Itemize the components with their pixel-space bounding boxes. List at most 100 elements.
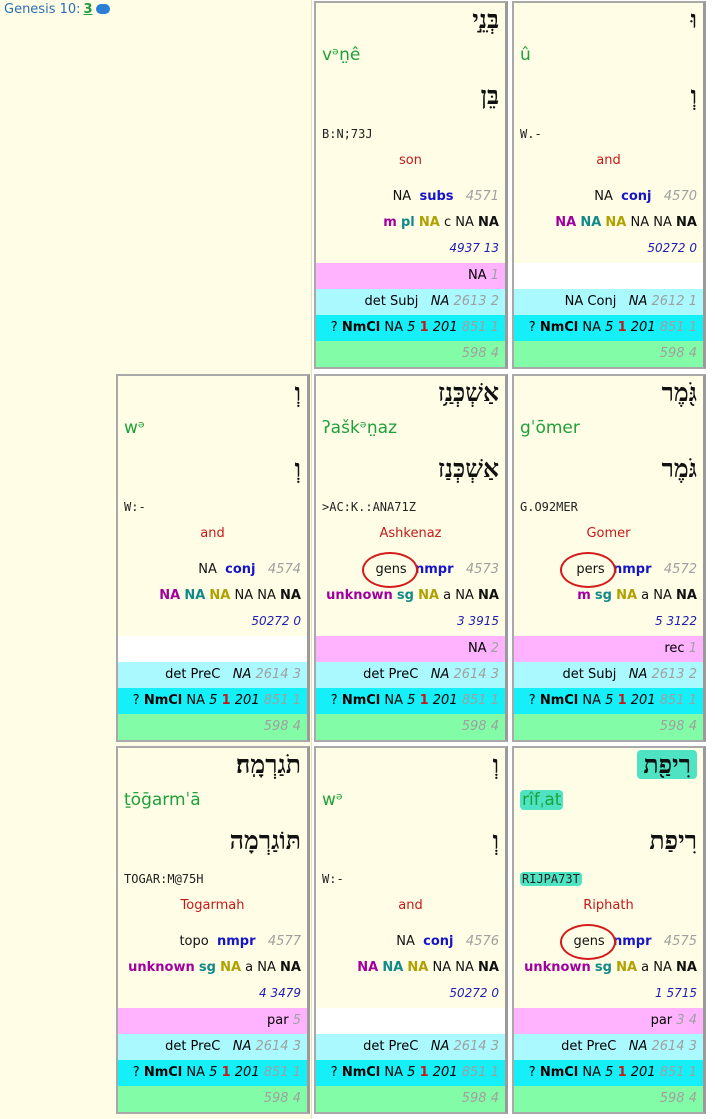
clause-na: NA — [582, 1065, 602, 1080]
clause-na: NA — [384, 320, 404, 335]
clause-type: NmCl — [539, 693, 579, 708]
sentence-band: 598 4 — [514, 1086, 703, 1112]
sentence-num: 598 — [659, 1091, 685, 1106]
phrase-n: 3 — [490, 667, 499, 682]
word-number: 4575 — [663, 934, 697, 949]
phrase-num: 2614 — [255, 667, 289, 682]
feature-e: NA — [653, 588, 672, 603]
person: NA — [209, 588, 231, 603]
morph-code: W.- — [520, 127, 703, 141]
clause-b: 1 — [419, 320, 429, 335]
clause-b: 1 — [221, 693, 231, 708]
number: NA — [382, 960, 404, 975]
clause-type: NmCl — [143, 1065, 183, 1080]
hebrew-text: תֹגַרְמָֽה׃ — [236, 750, 301, 779]
transliteration: ʔaškᵊn̤az — [322, 418, 505, 438]
clause-na: NA — [384, 693, 404, 708]
phrase-n: 3 — [292, 1039, 301, 1054]
clause-q: ? — [330, 320, 338, 335]
clause-d: 851 — [659, 693, 685, 708]
clause-d: 851 — [263, 1065, 289, 1080]
word-number: 4572 — [663, 562, 697, 577]
lexeme-hebrew: תּוֹגַרְמָה — [118, 826, 307, 860]
frequency-stats: 50272 0 — [514, 241, 703, 256]
phrase-num: 2614 — [453, 1039, 487, 1054]
clause-na: NA — [384, 1065, 404, 1080]
phrase-band: det PreC NA 2614 3 — [118, 662, 307, 688]
part-of-speech: nmpr — [414, 562, 454, 577]
lexeme-text: רִיפַת — [649, 826, 697, 855]
gloss: and — [398, 898, 423, 913]
phrase-label: det PreC — [165, 1039, 221, 1054]
sentence-num: 598 — [461, 346, 487, 361]
comment-bubble-icon[interactable] — [95, 3, 110, 14]
subtype: topo — [179, 934, 209, 949]
clause-na: NA — [186, 1065, 206, 1080]
highlight-circle — [362, 552, 418, 588]
clause-a: 5 — [605, 320, 614, 335]
state: a — [245, 960, 254, 975]
gloss: and — [200, 526, 225, 541]
clause-e: 1 — [688, 693, 697, 708]
gloss: Togarmah — [180, 898, 245, 913]
morph-code: TOGAR:M@75H — [124, 872, 307, 886]
subphrase-label: par — [267, 1013, 289, 1028]
clause-c: 201 — [432, 1065, 458, 1080]
features-line-2: m sg NA a NA NA — [514, 588, 703, 603]
stats-text: 50272 0 — [449, 986, 499, 1000]
clause-b: 1 — [617, 693, 627, 708]
phrase-n: 3 — [490, 1039, 499, 1054]
part-of-speech: subs — [419, 189, 454, 204]
morph-code: B:N;73J — [322, 127, 505, 141]
subphrase-label: rec — [664, 641, 685, 656]
verse-link[interactable]: 3 — [83, 2, 93, 17]
subphrase-label: NA — [467, 268, 487, 283]
clause-band: ? NmCl NA 5 1 201 851 1 — [316, 688, 505, 714]
clause-e: 1 — [490, 320, 499, 335]
sentence-band: 598 4 — [514, 341, 703, 367]
hierarchy-bands: NA Conj NA 2612 1? NmCl NA 5 1 201 851 1… — [514, 263, 703, 367]
features-line-1: NA conj 4574 — [118, 562, 307, 577]
hebrew-text: בְּנֵ֣י — [472, 5, 499, 34]
phrase-num: 2614 — [453, 667, 487, 682]
code-text: TOGAR:M@75H — [124, 872, 204, 886]
hebrew-word: וְ — [118, 378, 307, 412]
book-chapter-label: Genesis 10: — [4, 2, 81, 17]
number: sg — [198, 960, 216, 975]
feature-e: NA — [653, 960, 672, 975]
subtype: NA — [396, 934, 415, 949]
clause-a: 5 — [407, 1065, 416, 1080]
hebrew-text: וּ — [690, 5, 697, 34]
clause-a: 5 — [209, 1065, 218, 1080]
code-text: >AC:K.:ANA71Z — [322, 500, 416, 514]
phrase-n: 3 — [688, 1039, 697, 1054]
subphrase-band: par 5 — [118, 1008, 307, 1034]
lexeme-hebrew: אַשְׁכְּנַז — [316, 454, 505, 488]
state: c — [443, 215, 452, 230]
hebrew-word: וּ — [514, 5, 703, 39]
gender: unknown — [326, 588, 393, 603]
feature-f: NA — [478, 588, 499, 603]
stats-text: 1 5715 — [655, 986, 697, 1000]
person: NA — [418, 588, 440, 603]
clause-c: 201 — [234, 693, 260, 708]
gender: m — [577, 588, 591, 603]
clause-a: 5 — [209, 693, 218, 708]
hebrew-text: רִיפַ֖ת — [637, 750, 697, 779]
transliteration: vᵊn̤ê — [322, 45, 505, 65]
clause-e: 1 — [292, 693, 301, 708]
number: sg — [594, 588, 612, 603]
person: NA — [616, 960, 638, 975]
phrase-label: det PreC — [165, 667, 221, 682]
translit-text: û — [520, 45, 531, 65]
phrase-na: NA — [232, 1039, 252, 1054]
